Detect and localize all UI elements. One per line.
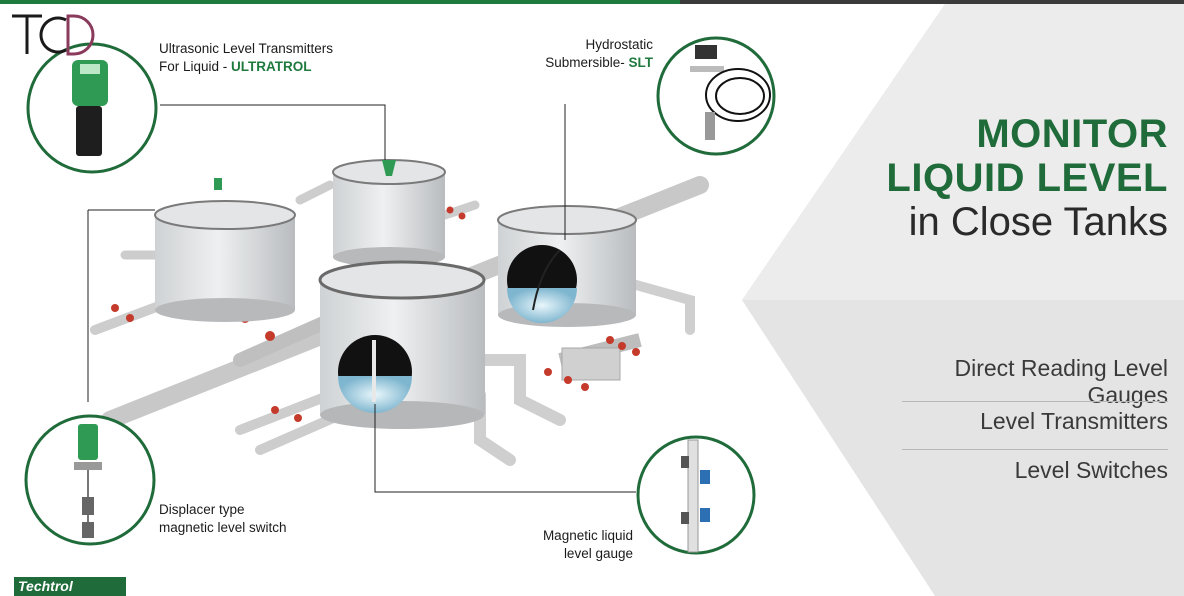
- hydrostatic-callout-label: Hydrostatic Submersible- SLT: [500, 36, 653, 72]
- tank-left: [154, 178, 296, 322]
- techtrol-logo: Techtrol: [14, 577, 126, 596]
- menu-divider: [902, 401, 1168, 402]
- product-hydrostatic-image: [656, 36, 776, 156]
- magnetic-gauge-label-line2: level gauge: [563, 546, 633, 561]
- headline-line3: in Close Tanks: [908, 200, 1168, 244]
- ultrasonic-label-line2: For Liquid - ULTRATROL: [159, 59, 312, 74]
- menu-item-level-transmitters[interactable]: Level Transmitters: [980, 408, 1168, 434]
- ultrasonic-label-line1: Ultrasonic Level Transmitters: [159, 41, 334, 56]
- headline-line2: LIQUID LEVEL: [886, 156, 1168, 200]
- displacer-label-line2: magnetic level switch: [159, 520, 287, 535]
- top-accent-bar: [0, 0, 700, 4]
- headline: MONITOR LIQUID LEVEL in Close Tanks: [886, 112, 1168, 244]
- menu-item-direct-reading-gauges[interactable]: Direct Reading Level Gauges: [954, 355, 1168, 408]
- callout-leader-lines: [87, 104, 636, 493]
- menu-item-level-switches[interactable]: Level Switches: [1014, 457, 1168, 483]
- product-displacer-image: [24, 414, 156, 546]
- displacer-label-line1: Displacer type: [159, 502, 245, 517]
- displacer-callout-label: Displacer type magnetic level switch: [159, 501, 287, 537]
- magnetic-gauge-label-line1: Magnetic liquid: [542, 528, 633, 543]
- hydrostatic-product-name: SLT: [628, 55, 654, 70]
- tank-right: [497, 205, 637, 327]
- top-dark-bar: [680, 0, 1184, 4]
- tank-front: [318, 260, 486, 429]
- magnetic-gauge-callout-label: Magnetic liquid level gauge: [500, 527, 633, 563]
- ultrasonic-callout-label: Ultrasonic Level Transmitters For Liquid…: [159, 40, 333, 76]
- hydrostatic-label-line1: Hydrostatic: [585, 37, 653, 52]
- ultrasonic-product-name: ULTRATROL: [231, 59, 312, 74]
- hydrostatic-label-line2: Submersible- SLT: [545, 55, 654, 70]
- tcd-logo: [12, 14, 95, 56]
- product-ultrasonic-image: [26, 42, 158, 174]
- tank-middle: [332, 159, 446, 267]
- menu-divider: [902, 449, 1168, 450]
- product-magnetic-gauge-image: [636, 435, 756, 555]
- headline-line1: MONITOR: [976, 112, 1168, 156]
